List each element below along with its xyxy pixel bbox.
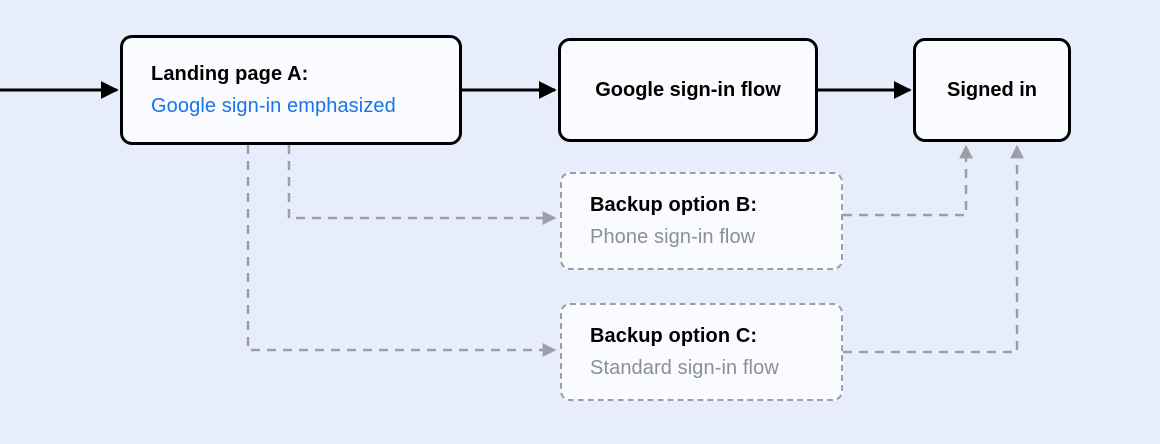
node-backup-option-c-subtitle: Standard sign-in flow <box>590 356 779 379</box>
node-signed-in[interactable]: Signed in <box>913 38 1071 142</box>
edge-backup-b-to-signedin <box>843 144 973 217</box>
node-backup-option-b-subtitle: Phone sign-in flow <box>590 225 756 248</box>
edge-landing-to-backup-b <box>287 145 557 225</box>
node-landing-page-a-title: Landing page A: <box>151 62 309 85</box>
edge-landing-to-backup-c <box>246 145 557 357</box>
node-landing-page-a[interactable]: Landing page A: Google sign-in emphasize… <box>120 35 462 145</box>
node-backup-option-c[interactable]: Backup option C: Standard sign-in flow <box>560 303 843 401</box>
edge-backup-c-to-signedin <box>843 144 1024 354</box>
node-backup-option-b[interactable]: Backup option B: Phone sign-in flow <box>560 172 843 270</box>
node-google-sign-in-flow-title: Google sign-in flow <box>595 78 781 101</box>
node-backup-option-b-title: Backup option B: <box>590 193 758 216</box>
node-signed-in-title: Signed in <box>947 78 1037 101</box>
node-landing-page-a-subtitle: Google sign-in emphasized <box>151 94 396 117</box>
node-google-sign-in-flow[interactable]: Google sign-in flow <box>558 38 818 142</box>
node-backup-option-c-title: Backup option C: <box>590 324 758 347</box>
